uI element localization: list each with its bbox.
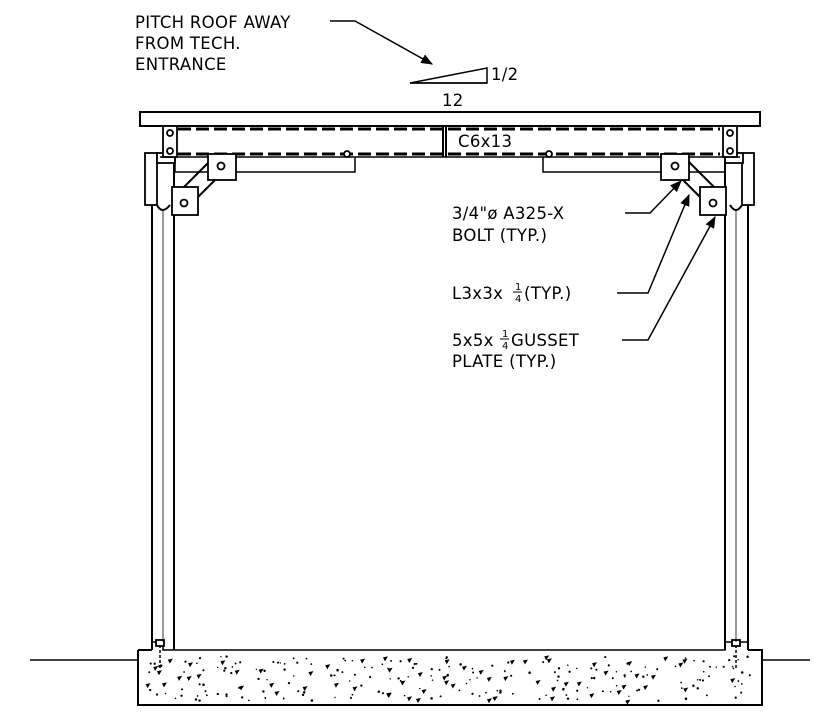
angle-note: L3x3x 1 4 (TYP.) bbox=[452, 282, 571, 305]
support-angle-left bbox=[174, 150, 356, 173]
gusset-frac-num: 1 bbox=[502, 329, 509, 340]
left-column-cap bbox=[144, 152, 176, 211]
roof-deck bbox=[139, 111, 761, 127]
slope-rise-label: 1/2 bbox=[491, 65, 518, 84]
angle-frac-num: 1 bbox=[515, 282, 522, 293]
slope-run-label: 12 bbox=[442, 91, 464, 110]
bolt-leader bbox=[625, 180, 682, 214]
angle-note-prefix: L3x3x bbox=[452, 284, 503, 303]
concrete-speckle-pattern bbox=[145, 655, 751, 705]
gusset-note-suffix: GUSSET bbox=[511, 331, 580, 350]
roof-slope-indicator bbox=[409, 67, 488, 84]
angle-frac-den: 4 bbox=[515, 294, 522, 305]
gusset-leader bbox=[622, 215, 716, 341]
gusset-note-line2: PLATE (TYP.) bbox=[452, 352, 557, 371]
gusset-note: 5x5x 1 4 GUSSET bbox=[452, 329, 580, 352]
left-knee-brace bbox=[171, 153, 237, 216]
pitch-note-line2: FROM TECH. bbox=[135, 34, 241, 53]
right-column bbox=[724, 160, 749, 650]
bolt-note-line2: BOLT (TYP.) bbox=[452, 226, 547, 245]
gusset-note-prefix: 5x5x bbox=[452, 331, 494, 350]
concrete-foundation bbox=[137, 639, 763, 706]
anchor-nut bbox=[155, 639, 165, 647]
c-channel-beam bbox=[160, 125, 740, 158]
right-column-cap bbox=[724, 152, 755, 211]
pitch-leader bbox=[330, 20, 434, 65]
left-column bbox=[151, 160, 175, 650]
bolt-note-line1: 3/4"ø A325-X bbox=[452, 204, 564, 223]
pitch-note-line1: PITCH ROOF AWAY bbox=[135, 13, 291, 32]
angle-note-suffix: (TYP.) bbox=[524, 284, 571, 303]
right-knee-brace bbox=[660, 153, 727, 216]
gusset-frac-den: 4 bbox=[502, 341, 509, 352]
pitch-note-line3: ENTRANCE bbox=[135, 55, 227, 74]
support-angle-right bbox=[542, 150, 726, 173]
beam-label: C6x13 bbox=[458, 132, 512, 151]
angle-leader bbox=[617, 193, 690, 294]
